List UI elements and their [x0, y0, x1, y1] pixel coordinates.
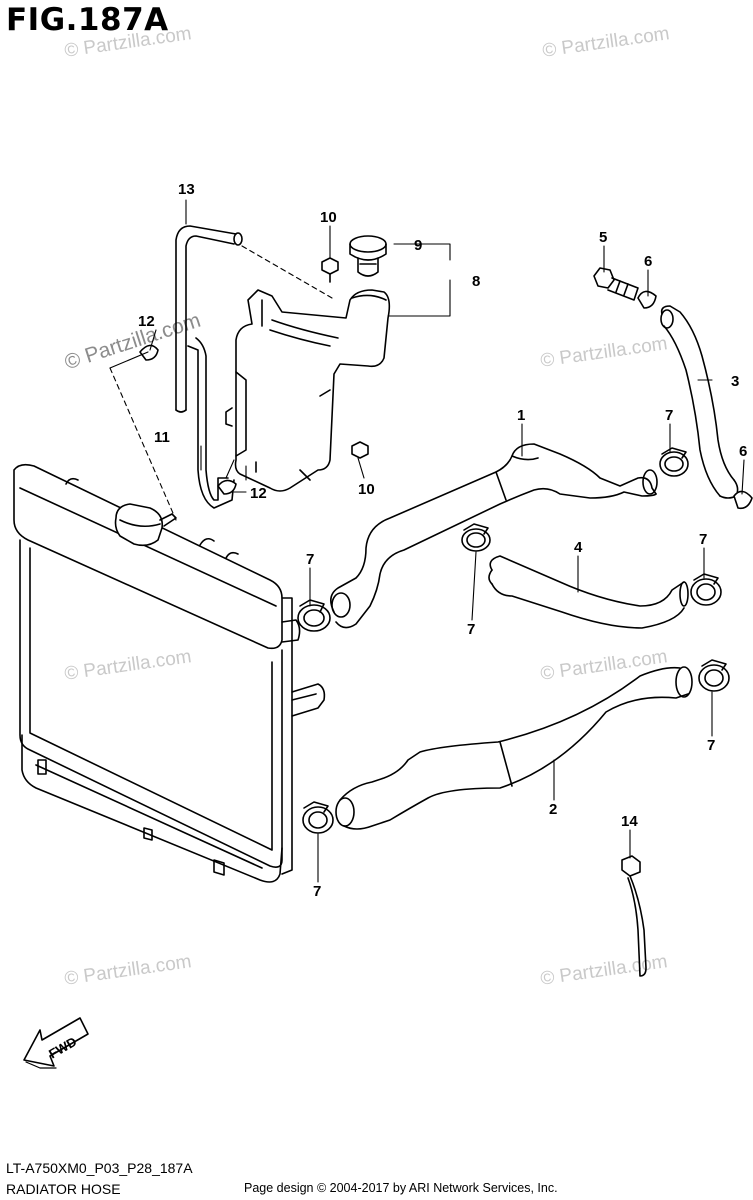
- clamp-12-upper: [139, 344, 159, 361]
- bolt-lower: [351, 441, 369, 459]
- callout-10: 10: [358, 481, 375, 498]
- hose-2: [335, 666, 693, 830]
- figure-title: FIG.187A: [6, 2, 169, 38]
- clamp-7: [659, 447, 689, 477]
- callout-6: 6: [739, 443, 747, 460]
- callout-12: 12: [138, 313, 155, 330]
- reservoir-cap: [349, 235, 387, 277]
- clamp-7: [461, 523, 491, 552]
- diagram-name: RADIATOR HOSE: [6, 1181, 121, 1197]
- cable-tie-14: [621, 855, 647, 977]
- clamp-7: [297, 599, 331, 632]
- copyright-notice: Page design © 2004-2017 by ARI Network S…: [244, 1181, 558, 1195]
- hose-13: [175, 225, 243, 413]
- callout-7: 7: [707, 737, 715, 754]
- callout-2: 2: [549, 801, 557, 818]
- clamp-6-lower: [733, 490, 753, 510]
- callout-12: 12: [250, 485, 267, 502]
- callout-7: 7: [467, 621, 475, 638]
- model-code: LT-A750XM0_P03_P28_187A: [6, 1160, 193, 1176]
- callout-13: 13: [178, 181, 195, 198]
- hose-4: [488, 555, 689, 629]
- callout-8: 8: [472, 273, 480, 290]
- clamp-7: [302, 801, 334, 834]
- hose-1: [330, 443, 658, 629]
- fwd-arrow-icon: FWD: [23, 1017, 89, 1069]
- clamp-7: [690, 573, 722, 606]
- callout-7: 7: [313, 883, 321, 900]
- leader-lines: [109, 199, 745, 883]
- radiator: [13, 463, 326, 883]
- bolt-top: [321, 257, 339, 283]
- callout-10: 10: [320, 209, 337, 226]
- callout-3: 3: [731, 373, 739, 390]
- callout-5: 5: [599, 229, 607, 246]
- callout-11: 11: [154, 429, 170, 446]
- callout-1: 1: [517, 407, 525, 424]
- clamp-12-lower: [217, 479, 237, 495]
- callout-4: 4: [574, 539, 583, 556]
- callout-14: 14: [621, 813, 638, 830]
- hose-11: [187, 337, 235, 509]
- fitting-5: [593, 267, 639, 301]
- callout-7: 7: [699, 531, 707, 548]
- clamp-6-upper: [637, 290, 657, 309]
- callout-7: 7: [665, 407, 673, 424]
- callout-9: 9: [414, 237, 422, 254]
- clamp-7: [698, 659, 730, 692]
- callout-7: 7: [306, 551, 314, 568]
- reservoir-tank: [225, 289, 391, 492]
- callout-6: 6: [644, 253, 652, 270]
- callout-labels: 13 10 9 8 5 6 12 11 12 10 1 7 3 6 7 4 7 …: [138, 181, 747, 900]
